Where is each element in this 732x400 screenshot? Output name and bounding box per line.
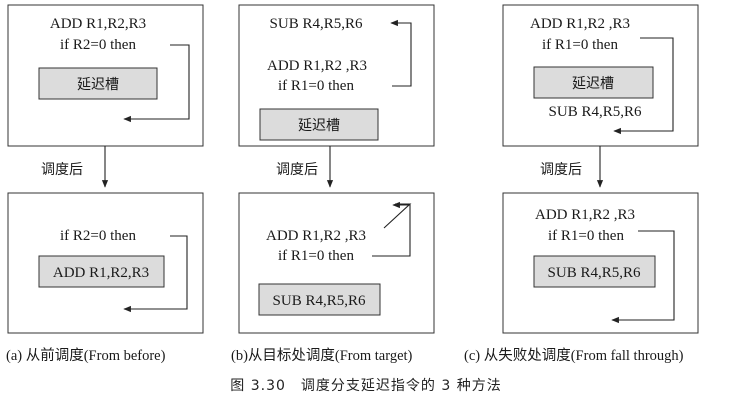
panel-b-after-slot-label: SUB R4,R5,R6 — [273, 293, 366, 309]
panel-b-before-line2: if R1=0 then — [278, 78, 354, 94]
panel-c-before-slot-label: 延迟槽 — [572, 76, 614, 92]
panel-b-after-branch-line — [383, 203, 412, 229]
panel-c-after-slot-label: SUB R4,R5,R6 — [548, 265, 641, 281]
panel-c-after-branch-arrow — [611, 230, 675, 324]
panel-a-schedule-label: 调度后 — [41, 162, 83, 178]
panel-a-after-branch-arrow — [123, 235, 188, 313]
panel-b-after-branch-arrow — [372, 201, 411, 257]
panel-c-before-slot — [533, 66, 654, 99]
panel-a-after-slot-label: ADD R1,R2,R3 — [53, 265, 149, 281]
panel-c-after-line2: if R1=0 then — [548, 228, 624, 244]
panel-c-before-line3: SUB R4,R5,R6 — [549, 104, 642, 120]
panel-c-after-line1: ADD R1,R2 ,R3 — [535, 207, 635, 223]
panel-a-after-slot — [38, 255, 165, 288]
panel-a-after-line1: if R2=0 then — [60, 228, 136, 244]
panel-b-after-slot — [258, 283, 381, 316]
panel-c-schedule-label: 调度后 — [540, 162, 582, 178]
panel-c-before-line2: if R1=0 then — [542, 37, 618, 53]
panel-c-after-slot — [533, 255, 656, 288]
panel-b-caption: (b)从目标处调度(From target) — [231, 347, 413, 364]
panel-a-before-line2: if R2=0 then — [60, 37, 136, 53]
panel-b-after-line2: if R1=0 then — [278, 248, 354, 264]
panel-b-before-line0: SUB R4,R5,R6 — [270, 16, 363, 32]
panel-b: SUB R4,R5,R6 ADD R1,R2 ,R3 if R1=0 then … — [231, 4, 435, 364]
panel-b-before-branch-arrow — [390, 19, 412, 87]
panel-c-before-line1: ADD R1,R2 ,R3 — [530, 16, 630, 32]
figure-caption: 图 3.30 调度分支延迟指令的 3 种方法 — [230, 378, 501, 394]
panel-c: ADD R1,R2 ,R3 if R1=0 then 延迟槽 SUB R4,R5… — [464, 4, 699, 364]
panel-b-before-slot — [259, 108, 379, 141]
panel-b-schedule-label: 调度后 — [276, 162, 318, 178]
panel-b-before-slot-label: 延迟槽 — [298, 118, 340, 134]
panel-b-before-line1: ADD R1,R2 ,R3 — [267, 58, 367, 74]
panel-c-before-branch-arrow — [613, 37, 674, 135]
panel-a-caption: (a) 从前调度(From before) — [6, 347, 166, 364]
panel-c-caption: (c) 从失败处调度(From fall through) — [464, 347, 684, 364]
panel-b-after-line1: ADD R1,R2 ,R3 — [266, 228, 366, 244]
panel-a: ADD R1,R2,R3 if R2=0 then 延迟槽 调度后 if R2=… — [6, 4, 204, 364]
panel-a-before-branch-arrow — [123, 44, 190, 123]
panel-a-before-line1: ADD R1,R2,R3 — [50, 16, 146, 32]
panel-a-before-slot — [38, 67, 158, 100]
panel-a-before-slot-label: 延迟槽 — [77, 77, 119, 93]
